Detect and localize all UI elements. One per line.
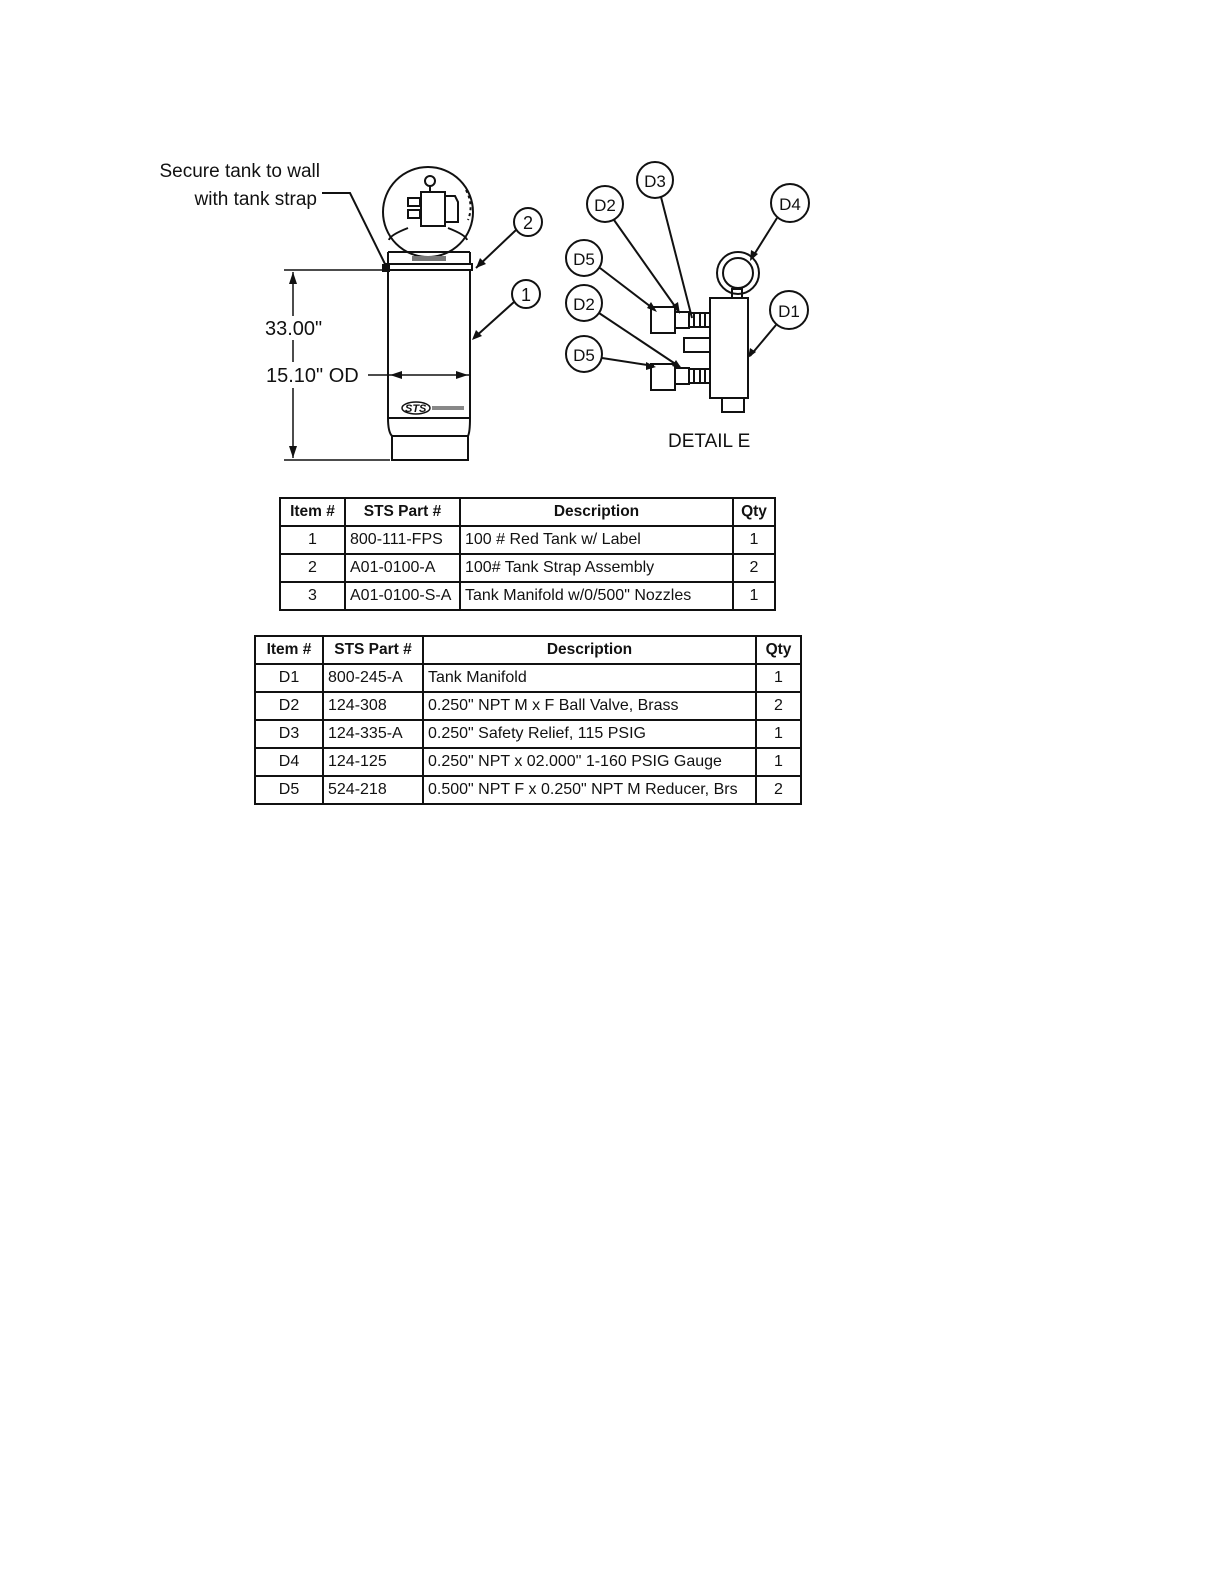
- balloon-2: [513, 207, 543, 237]
- cell-qty: 1: [732, 581, 776, 611]
- dimension-height-label: 33.00": [265, 318, 322, 340]
- column-header: Qty: [732, 497, 776, 527]
- cell-part: 124-335-A: [322, 719, 424, 749]
- balloon-d2-upper: [586, 185, 624, 223]
- cell-description: 0.250" NPT x 02.000" 1-160 PSIG Gauge: [422, 747, 757, 777]
- balloon-d5-lower: [565, 335, 603, 373]
- table-row: 2 A01-0100-A 100# Tank Strap Assembly 2: [279, 553, 776, 583]
- balloon-1: [511, 279, 541, 309]
- column-header: Description: [459, 497, 734, 527]
- parts-table: Item # STS Part # Description Qty 1 800-…: [279, 497, 776, 611]
- balloon-d4-label: D4: [779, 195, 801, 214]
- column-header: STS Part #: [322, 635, 424, 665]
- gauge-inner: [722, 257, 754, 289]
- balloon-2-label: 2: [523, 213, 533, 233]
- table-row: D3 124-335-A 0.250" Safety Relief, 115 P…: [254, 719, 802, 749]
- cell-qty: 1: [755, 719, 802, 749]
- column-header: Description: [422, 635, 757, 665]
- cell-description: 0.500" NPT F x 0.250" NPT M Reducer, Brs: [422, 775, 757, 805]
- cell-item: D4: [254, 747, 324, 777]
- cell-qty: 2: [755, 775, 802, 805]
- balloon-d2-lower-label: D2: [573, 295, 595, 314]
- balloon-d4: [770, 183, 810, 223]
- height-dimension: [284, 269, 390, 461]
- cell-qty: 1: [732, 525, 776, 555]
- cell-item: D1: [254, 663, 324, 693]
- cell-description: Tank Manifold w/0/500" Nozzles: [459, 581, 734, 611]
- table-row: 1 800-111-FPS 100 # Red Tank w/ Label 1: [279, 525, 776, 555]
- strap-anchor: [382, 264, 390, 272]
- cell-item: 2: [279, 553, 346, 583]
- cell-qty: 1: [755, 663, 802, 693]
- cell-description: 0.250" NPT M x F Ball Valve, Brass: [422, 691, 757, 721]
- propane-tank: [382, 166, 474, 461]
- column-header: STS Part #: [344, 497, 461, 527]
- cell-description: 100 # Red Tank w/ Label: [459, 525, 734, 555]
- dimension-od-label: 15.10" OD: [266, 365, 359, 387]
- balloon-d3: [636, 161, 674, 199]
- note-line-1: Secure tank to wall: [159, 161, 320, 182]
- column-header: Qty: [755, 635, 802, 665]
- gauge-outer: [716, 251, 760, 295]
- balloon-d1-label: D1: [778, 302, 800, 321]
- cell-qty: 2: [732, 553, 776, 583]
- cell-part: 800-111-FPS: [344, 525, 461, 555]
- manifold-detail: [650, 251, 760, 413]
- balloon-d2-lower: [565, 284, 603, 322]
- table-row: D2 124-308 0.250" NPT M x F Ball Valve, …: [254, 691, 802, 721]
- cell-qty: 1: [755, 747, 802, 777]
- cell-item: D3: [254, 719, 324, 749]
- tank-logo: STS: [405, 403, 427, 415]
- cell-item: D5: [254, 775, 324, 805]
- balloon-d5-lower-label: D5: [573, 346, 595, 365]
- cell-part: 524-218: [322, 775, 424, 805]
- cell-part: 124-308: [322, 691, 424, 721]
- balloon-1-label: 1: [521, 285, 531, 305]
- table-row: D1 800-245-A Tank Manifold 1: [254, 663, 802, 693]
- table-row: D5 524-218 0.500" NPT F x 0.250" NPT M R…: [254, 775, 802, 805]
- table-row: 3 A01-0100-S-A Tank Manifold w/0/500" No…: [279, 581, 776, 611]
- od-dimension: [368, 371, 470, 379]
- cell-part: A01-0100-S-A: [344, 581, 461, 611]
- cell-part: 800-245-A: [322, 663, 424, 693]
- tank-strap: [385, 263, 473, 271]
- column-header: Item #: [254, 635, 324, 665]
- balloon-d1: [769, 290, 809, 330]
- cell-item: 3: [279, 581, 346, 611]
- cell-qty: 2: [755, 691, 802, 721]
- cell-description: Tank Manifold: [422, 663, 757, 693]
- balloon-d2-upper-label: D2: [594, 196, 616, 215]
- cell-part: 124-125: [322, 747, 424, 777]
- table-row: D4 124-125 0.250" NPT x 02.000" 1-160 PS…: [254, 747, 802, 777]
- manifold-body: [709, 297, 749, 399]
- note-line-2: with tank strap: [194, 189, 318, 210]
- note-leader: [322, 192, 387, 267]
- table-header-row: Item # STS Part # Description Qty: [254, 635, 802, 665]
- detail-title: DETAIL E: [668, 431, 750, 452]
- cell-description: 0.250" Safety Relief, 115 PSIG: [422, 719, 757, 749]
- detail-parts-table: Item # STS Part # Description Qty D1 800…: [254, 635, 802, 805]
- cell-description: 100# Tank Strap Assembly: [459, 553, 734, 583]
- balloon-d5-upper: [565, 239, 603, 277]
- column-header: Item #: [279, 497, 346, 527]
- table-header-row: Item # STS Part # Description Qty: [279, 497, 776, 527]
- cell-part: A01-0100-A: [344, 553, 461, 583]
- cell-item: 1: [279, 525, 346, 555]
- balloon-d3-label: D3: [644, 172, 666, 191]
- balloon-d5-upper-label: D5: [573, 250, 595, 269]
- cell-item: D2: [254, 691, 324, 721]
- tank-shoulder: [388, 227, 468, 241]
